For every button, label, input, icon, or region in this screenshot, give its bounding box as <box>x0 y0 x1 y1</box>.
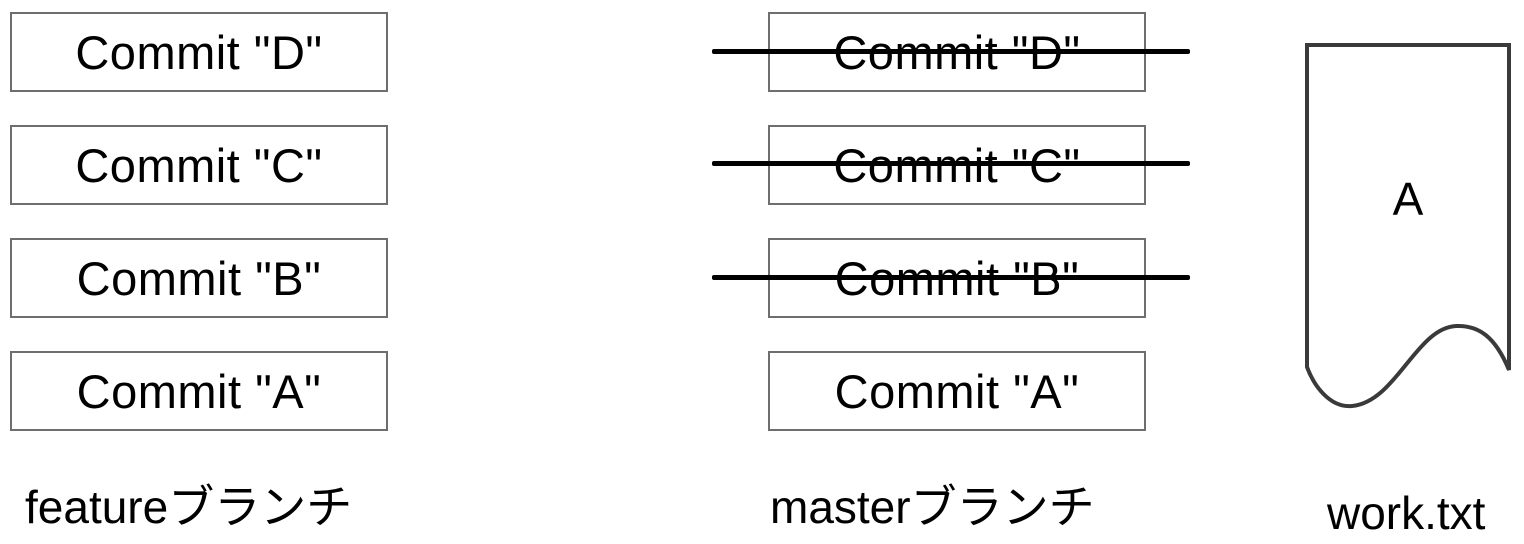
master-commit-a-box: Commit "A" <box>768 351 1146 431</box>
feature-branch-label: featureブランチ <box>25 481 353 533</box>
commit-label: Commit "C" <box>75 138 323 192</box>
file-content: A <box>1392 173 1424 225</box>
feature-commit-d-box: Commit "D" <box>10 12 388 92</box>
commit-label: Commit "B" <box>76 251 322 305</box>
feature-commit-a-box: Commit "A" <box>10 351 388 431</box>
strike-line-commit-c <box>712 161 1190 166</box>
master-branch-label: masterブランチ <box>770 481 1095 533</box>
strike-line-commit-b <box>712 275 1190 280</box>
commit-label: Commit "A" <box>76 364 322 418</box>
document-shape-icon <box>1305 43 1511 409</box>
commit-label: Commit "D" <box>75 25 323 79</box>
work-file-label: work.txt <box>1327 487 1486 539</box>
feature-commit-c-box: Commit "C" <box>10 125 388 205</box>
commit-label: Commit "A" <box>834 364 1080 418</box>
feature-commit-b-box: Commit "B" <box>10 238 388 318</box>
strike-line-commit-d <box>712 49 1190 54</box>
